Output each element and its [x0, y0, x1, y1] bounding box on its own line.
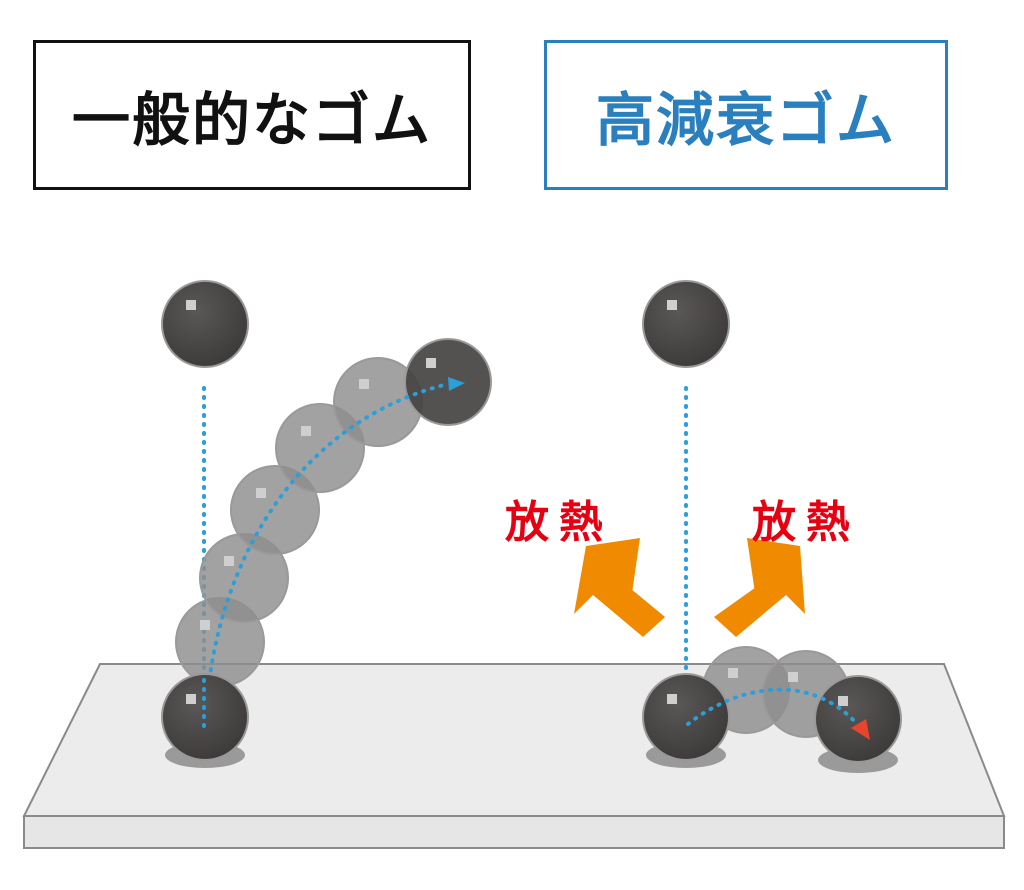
ball-highlight [186, 694, 196, 704]
ghost-highlight [359, 379, 369, 389]
rebound-path-right [686, 687, 860, 727]
ball-highlight [186, 300, 196, 310]
label-box-normal-rubber: 一般的なゴム [33, 40, 471, 190]
ghost-balls-left [175, 357, 423, 687]
ball-highlight [838, 696, 848, 706]
ghost-highlight [200, 620, 210, 630]
ball-peak-left [404, 338, 492, 426]
right-scene [574, 280, 902, 773]
ball-highlight [667, 300, 677, 310]
ball-start-right [642, 280, 730, 368]
rebound-arrow-right [851, 719, 870, 740]
ball-end-right [814, 675, 902, 763]
ghost-highlight [728, 668, 738, 678]
label-box-high-damping-rubber: 高減衰ゴム [544, 40, 948, 190]
label-high-damping-rubber: 高減衰ゴム [595, 86, 896, 154]
rebound-path-left [204, 382, 450, 717]
ghost-highlight [301, 426, 311, 436]
arrow-up-icon [714, 538, 805, 637]
ball-start-left [161, 280, 249, 368]
arrow-up-icon [574, 538, 665, 637]
ghost-highlight [256, 488, 266, 498]
ball-highlight [426, 358, 436, 368]
left-scene [161, 280, 492, 768]
label-normal-rubber: 一般的なゴム [71, 86, 432, 154]
rebound-arrow-left [448, 377, 465, 391]
ghost-highlight [788, 672, 798, 682]
ball-highlight [667, 694, 677, 704]
ghost-ball [230, 465, 320, 555]
platform-front [23, 815, 1005, 849]
ghost-highlight [224, 556, 234, 566]
heat-label-left: 放熱 [505, 497, 613, 548]
ball-ground-right [642, 673, 730, 761]
heat-label-right: 放熱 [752, 497, 860, 548]
